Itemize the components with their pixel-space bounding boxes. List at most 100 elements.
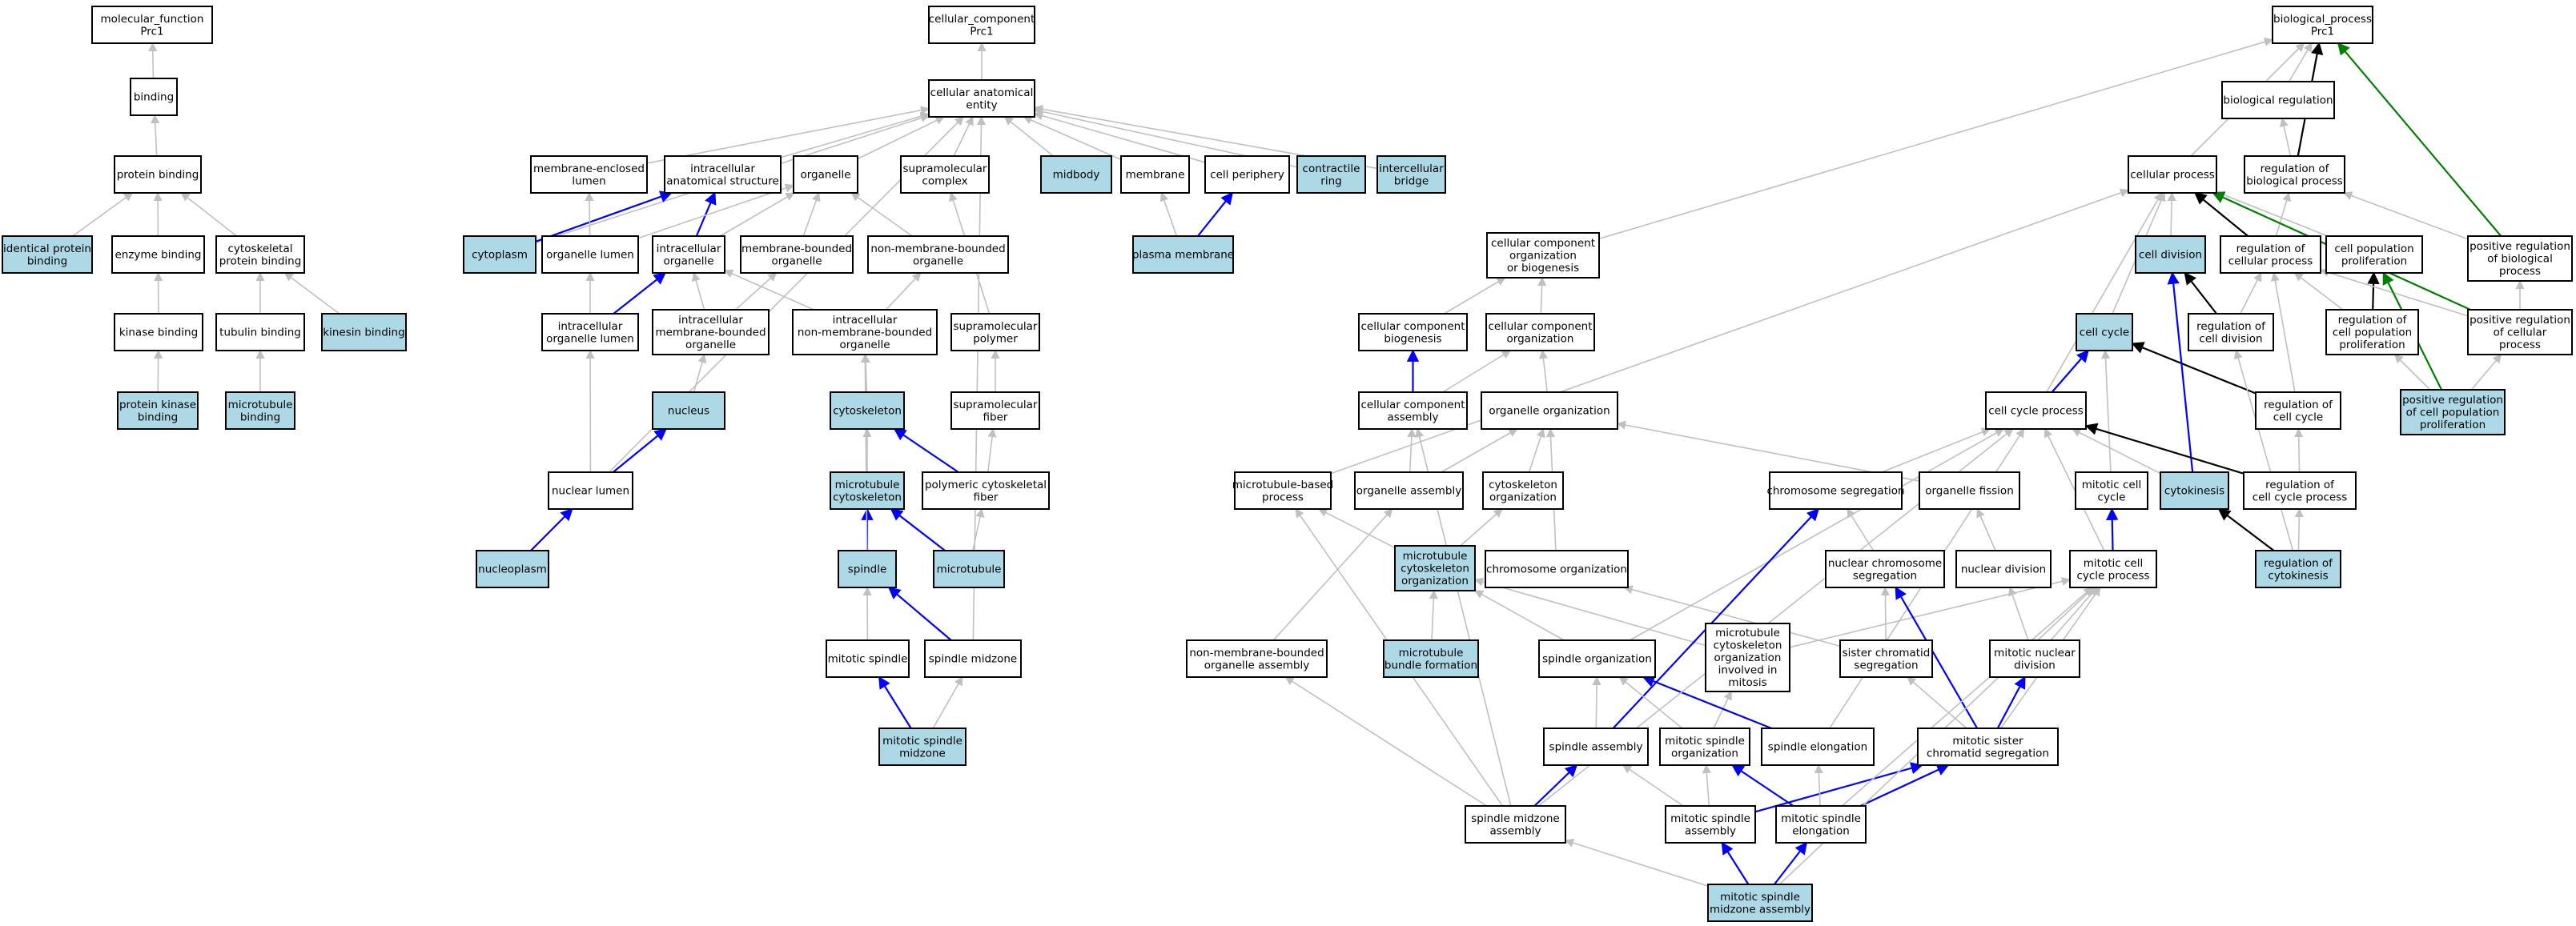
node-box <box>1989 639 2080 678</box>
node-chromosome-segregation[interactable]: chromosome segregation <box>1766 471 1905 510</box>
node-nuclear-lumen[interactable]: nuclear lumen <box>548 471 633 510</box>
node-cell-cycle[interactable]: cell cycle <box>2076 313 2133 351</box>
node-nuclear-division[interactable]: nuclear division <box>1955 550 2052 588</box>
node-kinase-binding[interactable]: kinase binding <box>114 313 203 351</box>
node-protein-binding[interactable]: protein binding <box>114 155 202 194</box>
node-spindle-assembly[interactable]: spindle assembly <box>1543 728 1649 766</box>
node-cell-division[interactable]: cell division <box>2135 235 2206 274</box>
node-spindle-elongation[interactable]: spindle elongation <box>1761 728 1875 766</box>
node-tubulin-binding[interactable]: tubulin binding <box>215 313 305 351</box>
node-spindle[interactable]: spindle <box>838 550 897 588</box>
edge-nucleus-to-intracellular-membrane-bounded-organelle <box>693 353 707 393</box>
node-microtubule[interactable]: microtubule <box>933 550 1005 588</box>
node-cytokinesis[interactable]: cytokinesis <box>2160 471 2229 510</box>
node-cell-periphery[interactable]: cell periphery <box>1204 155 1290 194</box>
node-label: spindle midzone <box>1471 812 1560 825</box>
node-chromosome-organization[interactable]: chromosome organization <box>1485 550 1629 588</box>
node-cellular-process[interactable]: cellular process <box>2128 155 2217 194</box>
node-spindle-midzone[interactable]: spindle midzone <box>924 639 1022 678</box>
node-label: regulation of <box>2261 162 2330 175</box>
node-plasma-membrane[interactable]: plasma membrane <box>1132 235 1234 274</box>
node-membrane[interactable]: membrane <box>1120 155 1190 194</box>
node-enzyme-binding[interactable]: enzyme binding <box>111 235 205 274</box>
node-nucleus[interactable]: nucleus <box>652 391 725 430</box>
node-organelle-organization[interactable]: organelle organization <box>1481 391 1618 430</box>
node-label: anatomical structure <box>666 174 779 187</box>
node-cell-cycle-process[interactable]: cell cycle process <box>1985 391 2087 430</box>
node-organelle-fission[interactable]: organelle fission <box>1919 471 2020 510</box>
node-nucleoplasm[interactable]: nucleoplasm <box>476 550 549 588</box>
node-organelle[interactable]: organelle <box>793 155 858 194</box>
node-kinesin-binding[interactable]: kinesin binding <box>321 313 407 351</box>
node-cytoskeleton[interactable]: cytoskeleton <box>830 391 905 430</box>
node-biological-regulation[interactable]: biological regulation <box>2221 81 2335 119</box>
node-organelle-lumen[interactable]: organelle lumen <box>541 235 639 274</box>
node-spindle-organization[interactable]: spindle organization <box>1538 639 1656 678</box>
node-organelle-assembly[interactable]: organelle assembly <box>1354 471 1464 510</box>
node-label: cytoskeleton <box>1714 639 1782 652</box>
node-intracellular-non-membrane-bounded-organelle[interactable]: intracellularnon-membrane-boundedorganel… <box>792 309 938 355</box>
node-microtubule-cytoskeleton-organization-involved-in-mitosis[interactable]: microtubulecytoskeletonorganizationinvol… <box>1705 623 1790 692</box>
edge-mitotic-spindle-assembly-to-mitotic-sister-chromatid-segregation <box>1754 762 1923 813</box>
node-midbody[interactable]: midbody <box>1040 155 1112 194</box>
node-mitotic-spindle[interactable]: mitotic spindle <box>826 639 910 678</box>
edge-microtubule-cytoskeleton-organization-to-cytoskeleton-organization <box>1460 508 1503 547</box>
node-binding[interactable]: binding <box>130 78 178 116</box>
node-cytoplasm[interactable]: cytoplasm <box>463 235 536 274</box>
